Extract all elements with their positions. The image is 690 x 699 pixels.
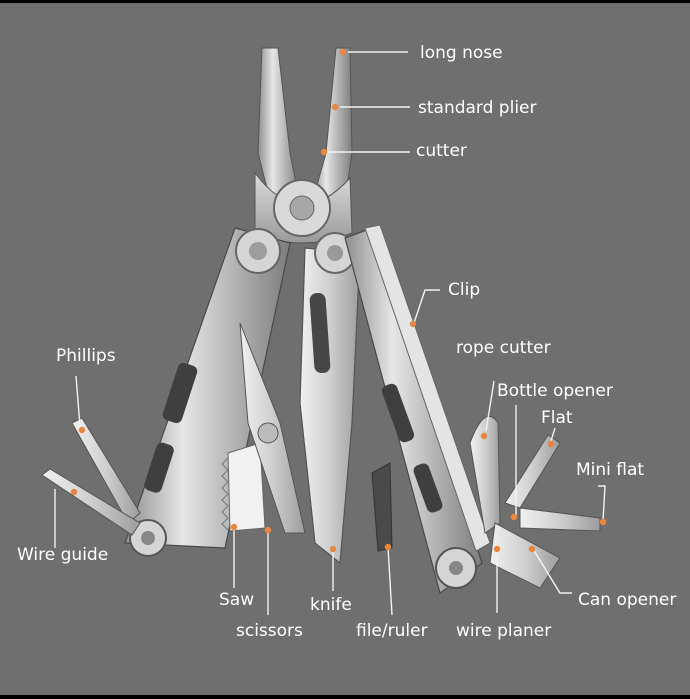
label-knife: knife: [310, 595, 352, 615]
label-flat: Flat: [541, 408, 573, 428]
leader-lines: [54, 51, 606, 616]
label-can-opener: Can opener: [578, 590, 677, 610]
left-handle: [124, 227, 291, 557]
label-saw: Saw: [219, 590, 255, 610]
label-wire-planer: wire planer: [456, 621, 552, 641]
label-cutter: cutter: [416, 141, 467, 161]
left-tools: [41, 322, 306, 536]
label-mini-flat: Mini flat: [576, 460, 645, 480]
callout-dots: [70, 48, 607, 553]
label-wire-guide: Wire guide: [17, 545, 109, 565]
label-rope-cutter: rope cutter: [456, 338, 551, 358]
label-bottle-opener: Bottle opener: [497, 381, 613, 401]
label-standard-plier: standard plier: [418, 98, 537, 118]
label-phillips: Phillips: [56, 346, 116, 366]
label-file-ruler: file/ruler: [356, 621, 428, 641]
label-scissors: scissors: [236, 621, 303, 641]
plier-jaws: [254, 47, 353, 244]
label-clip: Clip: [448, 280, 481, 300]
multitool-illustration: [41, 47, 607, 616]
label-long-nose: long nose: [420, 43, 503, 63]
right-handle: [344, 224, 491, 594]
product-image-frame: long nose standard plier cutter Clip rop…: [0, 3, 690, 695]
knife-blade: [299, 232, 393, 565]
right-tools: [469, 415, 601, 589]
